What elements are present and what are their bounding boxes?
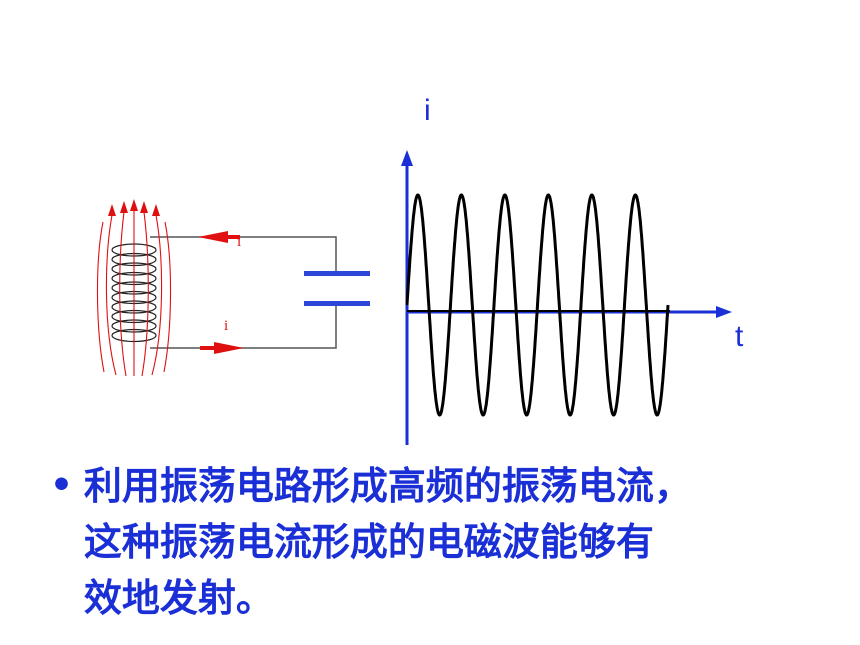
x-axis-label: t (735, 320, 744, 353)
current-label-bottom: i (224, 318, 229, 334)
current-arrow-top (198, 231, 240, 243)
magnetic-field-lines (96, 199, 172, 377)
field-line (163, 221, 172, 373)
field-line (105, 214, 117, 376)
y-axis-arrow (401, 150, 413, 166)
bullet-marker: • (50, 465, 74, 506)
field-line (151, 214, 163, 376)
circuit-wires (150, 236, 337, 349)
field-arrow (120, 201, 128, 213)
y-axis-label: i (424, 94, 431, 127)
current-label-top: i (237, 234, 242, 250)
x-axis-arrow (716, 306, 732, 318)
field-line (119, 211, 127, 377)
field-line (141, 211, 149, 377)
field-arrow (108, 204, 116, 216)
bullet-point: • 利用振荡电路形成高频的振荡电流， 这种振荡电流形成的电磁波能够有 效地发射。 (50, 458, 850, 626)
bullet-text: 利用振荡电路形成高频的振荡电流， 这种振荡电流形成的电磁波能够有 效地发射。 (83, 464, 692, 620)
current-arrow-bottom (200, 342, 244, 354)
capacitor (304, 271, 370, 306)
field-arrow (152, 204, 160, 216)
field-arrow (140, 201, 148, 213)
field-line (96, 221, 105, 373)
field-arrow (130, 199, 138, 211)
current-waveform (405, 193, 670, 417)
